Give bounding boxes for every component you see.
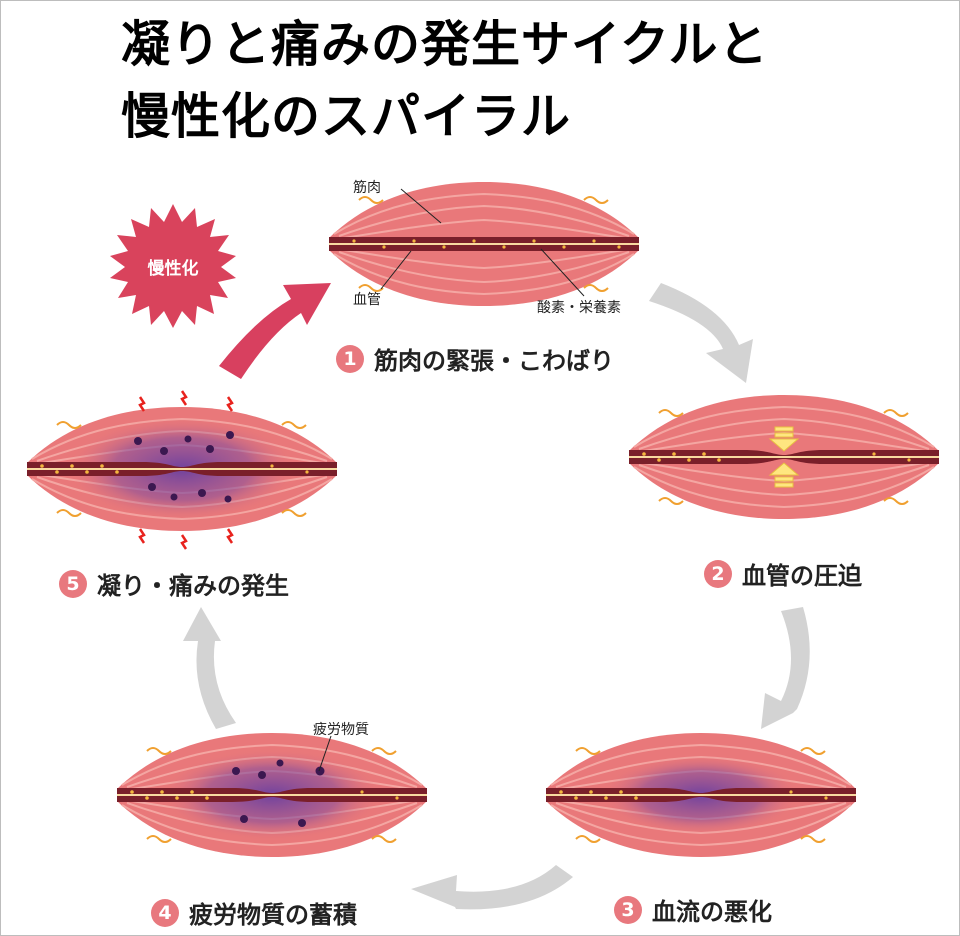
step-label: 凝り・痛みの発生 bbox=[97, 572, 289, 600]
fatigue-dots bbox=[232, 759, 325, 827]
annotation-oxygen-nutrients: 酸素・栄養素 bbox=[537, 300, 621, 316]
step-number-badge: 5 bbox=[59, 569, 87, 598]
annotation-vessel: 血管 bbox=[353, 292, 381, 308]
pain-marks-icon bbox=[138, 390, 234, 550]
step-number-badge: 2 bbox=[704, 559, 732, 588]
step-number-badge: 4 bbox=[151, 898, 179, 927]
annotation-muscle: 筋肉 bbox=[353, 180, 381, 196]
step-label: 血管の圧迫 bbox=[742, 562, 862, 590]
muscle-step-4 bbox=[116, 732, 428, 858]
muscle-step-3 bbox=[545, 732, 857, 858]
step-1: 1 筋肉の緊張・こわばり bbox=[336, 341, 614, 376]
leader-lines bbox=[318, 188, 585, 772]
compress-arrow-up-icon bbox=[768, 462, 800, 488]
title-line-1: 凝りと痛みの発生サイクルと bbox=[121, 16, 769, 73]
fatigue-dots bbox=[134, 431, 234, 503]
step-number-badge: 3 bbox=[614, 895, 642, 924]
spiral-arrow bbox=[219, 283, 331, 379]
cycle-arrows bbox=[183, 283, 810, 910]
arrow-4-to-5 bbox=[183, 607, 236, 729]
arrow-2-to-3 bbox=[761, 607, 810, 729]
muscle-step-5 bbox=[26, 390, 338, 550]
muscle-step-1 bbox=[328, 181, 640, 307]
step-label: 疲労物質の蓄積 bbox=[189, 901, 357, 929]
step-4: 4 疲労物質の蓄積 bbox=[151, 895, 357, 930]
title-line-2: 慢性化のスパイラル bbox=[121, 88, 572, 145]
compress-arrow-down-icon bbox=[768, 426, 800, 452]
step-3: 3 血流の悪化 bbox=[614, 892, 772, 927]
arrow-3-to-4 bbox=[411, 865, 573, 910]
step-label: 血流の悪化 bbox=[652, 898, 772, 926]
step-label: 筋肉の緊張・こわばり bbox=[374, 347, 614, 375]
chronic-badge-label: 慢性化 bbox=[147, 259, 199, 279]
step-5: 5 凝り・痛みの発生 bbox=[59, 566, 289, 601]
step-2: 2 血管の圧迫 bbox=[704, 556, 862, 591]
arrow-1-to-2 bbox=[649, 283, 753, 383]
step-number-badge: 1 bbox=[336, 344, 364, 373]
muscle-step-2 bbox=[628, 394, 940, 520]
chronic-badge-burst bbox=[110, 204, 236, 328]
annotation-fatigue-substances: 疲労物質 bbox=[313, 722, 369, 738]
